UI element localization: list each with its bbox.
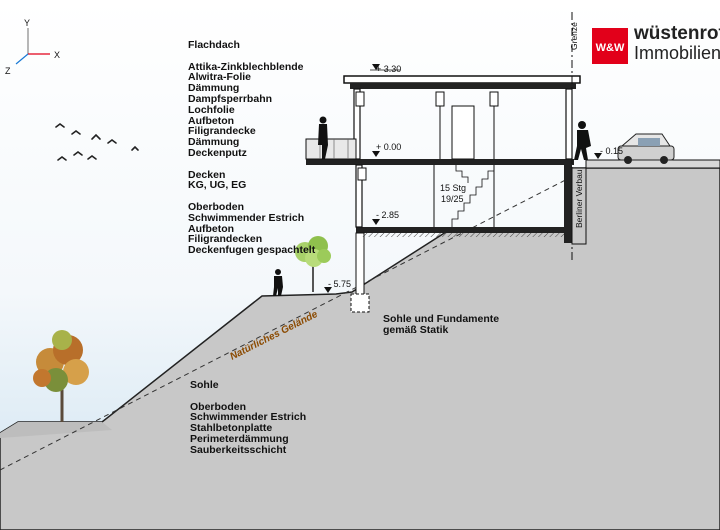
stairs-label-line1: 15 Stg — [440, 183, 466, 193]
level-marker-roof-icon — [372, 64, 380, 70]
level-terrain-label: - 5.75 — [328, 279, 351, 289]
spec-line: Perimeterdämmung — [190, 432, 289, 445]
spec-line: Schwimmender Estrich — [190, 411, 307, 424]
roof-slab — [350, 83, 576, 89]
wall-left-lower — [355, 164, 363, 228]
terrain-left-shelf — [0, 422, 112, 438]
axes-icon — [15, 28, 50, 65]
spec-line: Decken — [188, 168, 226, 181]
level-marker-ground-icon — [372, 151, 380, 157]
brand-subtitle: Immobilien — [634, 43, 720, 63]
spec-line: Flachdach — [188, 39, 240, 51]
spec-line: gemäß Statik — [383, 323, 449, 336]
spec-line: Aufbeton — [188, 114, 235, 127]
spec-line: Oberboden — [188, 200, 245, 213]
stairs-label-line2: 19/25 — [441, 194, 464, 204]
spec-line: Sauberkeitsschicht — [190, 443, 287, 456]
spec-gap — [190, 391, 306, 402]
spec-line: Sohle — [190, 379, 219, 391]
level-street-label: - 0.15 — [600, 146, 623, 156]
street-curb — [585, 159, 720, 169]
ww-logo-icon: W&W — [596, 42, 625, 54]
logo-mark-text: W&W — [596, 42, 625, 54]
person-balcony-icon — [318, 116, 328, 159]
shoring-wall — [571, 167, 587, 245]
person-terrain-icon — [273, 269, 283, 296]
lower-floor-slab — [356, 227, 570, 233]
window-upper-left — [355, 91, 365, 107]
spec-line: Alwitra-Folie — [188, 71, 252, 84]
brand-name: wüstenrot — [634, 23, 720, 44]
spec-line: Dämmung — [188, 82, 240, 95]
axis-z-label: Z — [5, 66, 11, 76]
spec-line: Dampfsperrbahn — [188, 92, 273, 105]
tree-small-icon — [295, 236, 331, 292]
car-icon — [617, 133, 675, 164]
level-marker-terrain-icon — [324, 287, 332, 293]
spec-gap — [188, 51, 315, 62]
natural-terrain-line — [0, 169, 586, 471]
level-ground-label: + 0.00 — [376, 142, 401, 152]
stairs-upper — [455, 165, 469, 183]
spec-line: KG, UG, EG — [188, 179, 247, 192]
spec-line: Schwimmender Estrich — [188, 211, 305, 224]
shoring-label: Berliner Verbau — [574, 169, 584, 228]
spec-line: Lochfolie — [188, 103, 235, 116]
basement-wall — [355, 232, 365, 298]
roof-attic — [343, 75, 581, 84]
spec-line: Dämmung — [188, 136, 240, 149]
axis-x-label: X — [54, 50, 60, 60]
wall-left-upper — [353, 88, 361, 160]
spec-line: Sohle und Fundamente — [383, 313, 500, 325]
spec-gap — [188, 159, 315, 170]
person-street-icon — [574, 121, 591, 160]
foundation-footing — [350, 293, 370, 313]
tree-autumn-icon — [33, 330, 89, 422]
spec-line: Stahlbetonplatte — [190, 422, 273, 435]
border-label: Grenze — [569, 22, 579, 50]
stairs — [451, 170, 494, 227]
spec-line: Filigrandecken — [188, 233, 263, 246]
ground-floor-slab — [306, 159, 574, 165]
spec-line: Aufbeton — [188, 222, 235, 235]
spec-line: Attika-Zinkblechblende — [188, 60, 304, 73]
birds-icon — [55, 123, 139, 161]
spec-line: Oberboden — [190, 400, 247, 413]
spec-line: Deckenputz — [188, 146, 247, 159]
wall-right-upper — [565, 88, 573, 160]
lower-slab-bottom — [362, 233, 564, 237]
window-upper-right — [489, 91, 499, 107]
brand-logo-mark: W&W — [592, 28, 628, 64]
spec-line: Filigrandecke — [188, 125, 256, 138]
wall-right-lower — [564, 165, 572, 243]
axis-y-label: Y — [24, 18, 30, 28]
level-marker-lower-icon — [372, 219, 380, 225]
level-marker-street-icon — [594, 153, 602, 159]
brand-logo-text: wüstenrot Immobilien — [634, 24, 720, 62]
window-upper-mid — [435, 91, 445, 107]
level-lower-label: - 2.85 — [376, 210, 399, 220]
level-roof-label: + 3.30 — [376, 64, 401, 74]
window-lower-left — [357, 167, 367, 181]
door-upper — [451, 105, 475, 160]
spec-line: Deckenfugen gespachtelt — [188, 244, 316, 257]
